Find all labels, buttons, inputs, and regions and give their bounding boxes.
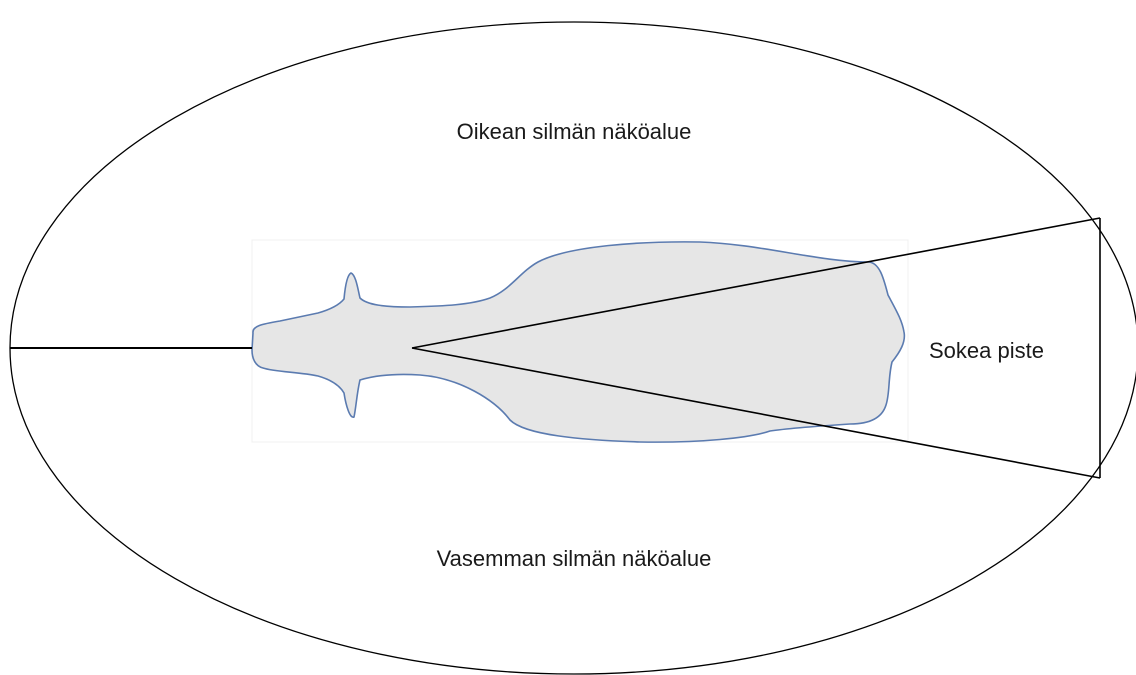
right-eye-field-label: Oikean silmän näköalue (457, 119, 692, 144)
left-eye-field-label: Vasemman silmän näköalue (437, 546, 712, 571)
blind-spot-label: Sokea piste (929, 338, 1044, 363)
